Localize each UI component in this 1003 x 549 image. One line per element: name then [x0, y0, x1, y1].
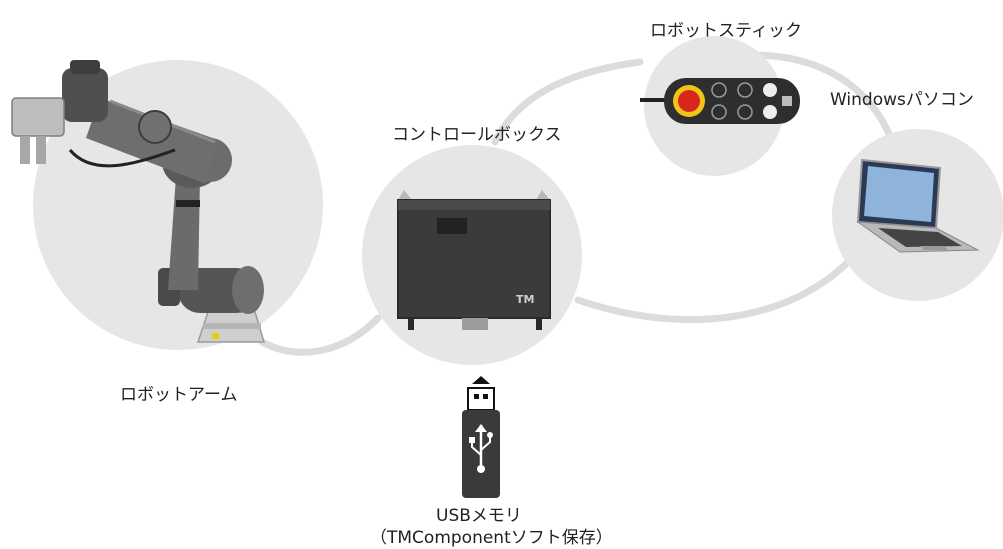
usb-label-line2: （TMComponentソフト保存） — [370, 528, 613, 548]
usb-label-line1: USBメモリ — [436, 506, 522, 526]
usb-drive-icon — [462, 387, 500, 498]
control-box-label: コントロールボックス — [392, 125, 562, 145]
connector-box-stick — [491, 58, 644, 146]
teach-pendant-icon — [640, 78, 800, 124]
svg-text:TM: TM — [516, 293, 534, 306]
connector-stick-pc — [748, 51, 899, 154]
control-box-icon: TM — [397, 190, 551, 330]
windows-pc-label: Windowsパソコン — [830, 90, 974, 110]
connectors — [258, 51, 899, 356]
robot-arm-label: ロボットアーム — [120, 385, 238, 405]
robot-stick-label: ロボットスティック — [650, 21, 802, 41]
robot-arm-icon — [11, 60, 266, 343]
connector-arm-box — [258, 314, 382, 356]
connector-box-pc — [574, 251, 859, 324]
laptop-icon — [856, 158, 980, 253]
arrow-up-icon — [472, 376, 490, 384]
